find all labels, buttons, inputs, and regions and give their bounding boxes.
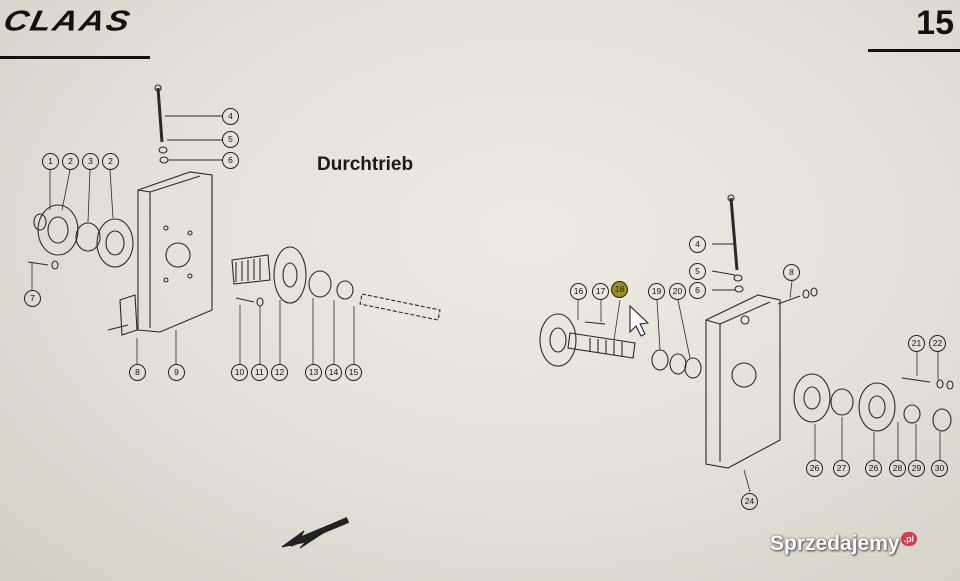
watermark: Sprzedajemy.pl — [770, 532, 918, 556]
callout-left-12: 12 — [271, 364, 288, 381]
callout-left-5: 5 — [222, 131, 239, 148]
callout-left-10: 10 — [231, 364, 248, 381]
callout-right-18-highlighted[interactable]: 18 — [611, 281, 628, 298]
callout-right-5: 5 — [689, 263, 706, 280]
callout-right-21: 21 — [908, 335, 925, 352]
page-number: 15 — [916, 4, 954, 42]
callout-left-2a: 2 — [62, 153, 79, 170]
callout-left-11: 11 — [251, 364, 268, 381]
callout-left-15: 15 — [345, 364, 362, 381]
callout-right-24: 24 — [741, 493, 758, 510]
callout-right-6: 6 — [689, 282, 706, 299]
callout-right-30: 30 — [931, 460, 948, 477]
watermark-suffix: .pl — [900, 532, 918, 546]
callout-right-17: 17 — [592, 283, 609, 300]
callout-right-29: 29 — [908, 460, 925, 477]
callout-left-9: 9 — [168, 364, 185, 381]
callout-right-19: 19 — [648, 283, 665, 300]
callout-left-1: 1 — [42, 153, 59, 170]
callout-left-8: 8 — [129, 364, 146, 381]
callout-right-4: 4 — [689, 236, 706, 253]
callout-left-6: 6 — [222, 152, 239, 169]
callout-left-3: 3 — [82, 153, 99, 170]
callout-left-2b: 2 — [102, 153, 119, 170]
callout-right-16: 16 — [570, 283, 587, 300]
callout-left-13: 13 — [305, 364, 322, 381]
callout-right-20: 20 — [669, 283, 686, 300]
header-rule-left — [0, 56, 150, 59]
callout-right-26a: 26 — [806, 460, 823, 477]
header-rule-right — [868, 49, 960, 52]
callout-left-4: 4 — [222, 108, 239, 125]
watermark-text: Sprzedajemy — [770, 532, 900, 555]
callout-right-22: 22 — [929, 335, 946, 352]
mouse-cursor-icon — [629, 304, 650, 337]
callout-right-26b: 26 — [865, 460, 882, 477]
callout-left-14: 14 — [325, 364, 342, 381]
callout-right-28: 28 — [889, 460, 906, 477]
callout-right-8: 8 — [783, 264, 800, 281]
callout-left-7: 7 — [24, 290, 41, 307]
diagram-title: Durchtrieb — [317, 154, 414, 175]
callout-right-27: 27 — [833, 460, 850, 477]
